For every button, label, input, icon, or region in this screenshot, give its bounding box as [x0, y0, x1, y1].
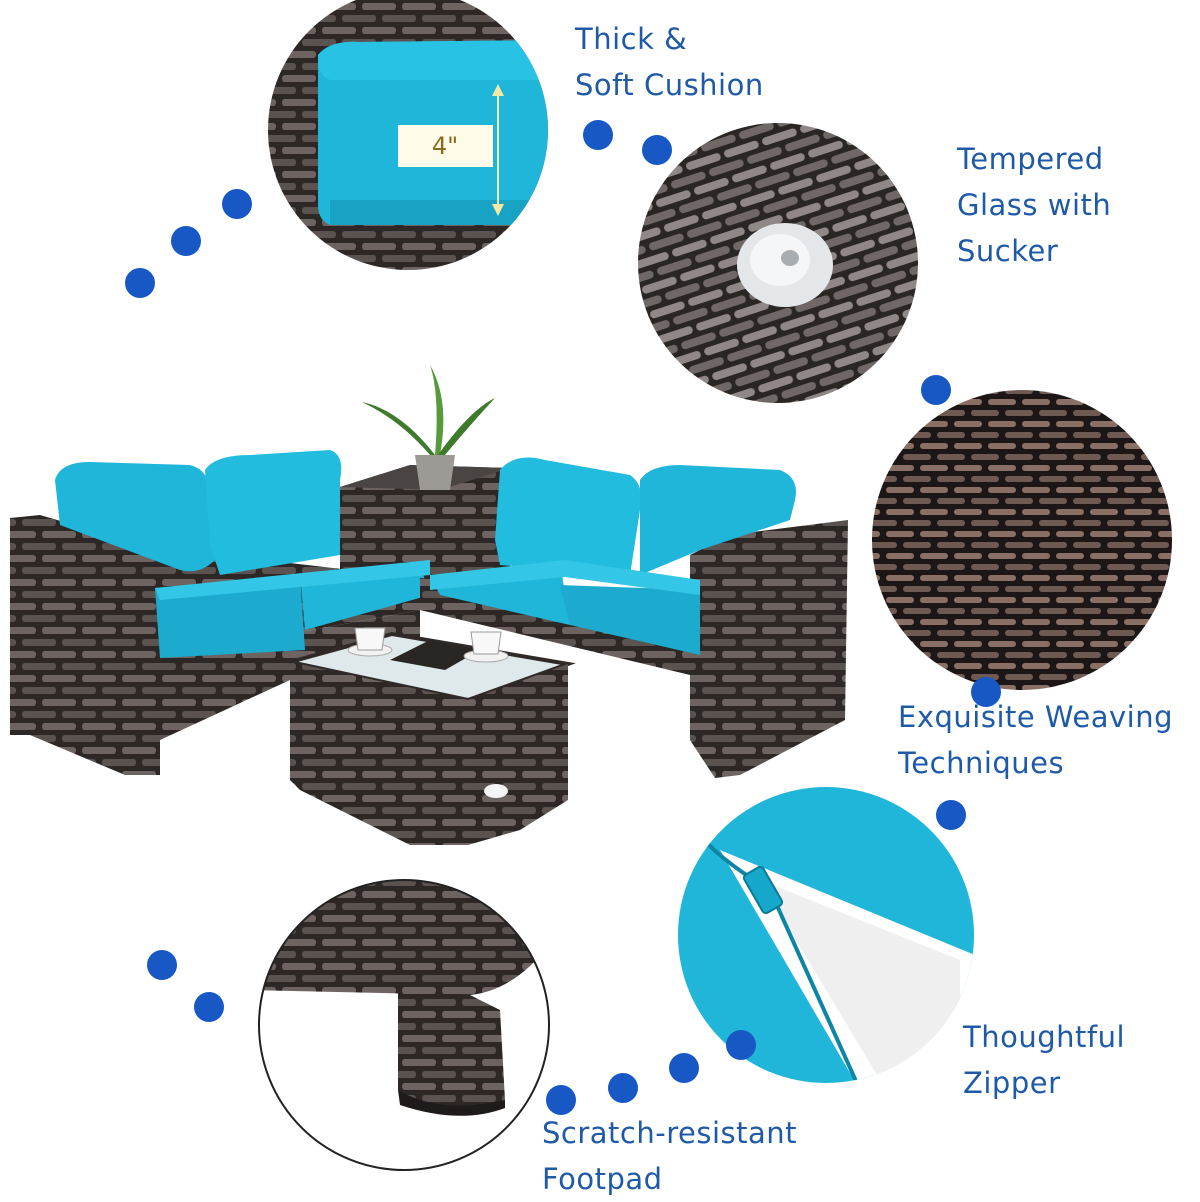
decorative-dot — [921, 375, 951, 405]
feature-label-weaving: Exquisite Weaving Techniques — [898, 700, 1174, 780]
decorative-dot — [222, 189, 252, 219]
decorative-dot — [546, 1085, 576, 1115]
glass-sucker-closeup-image — [638, 123, 918, 403]
decorative-dot — [147, 950, 177, 980]
feature-label-zipper: Thoughtful Zipper — [963, 1020, 1126, 1100]
cushion-closeup-image — [268, 0, 548, 270]
decorative-dot — [669, 1053, 699, 1083]
decorative-dot — [971, 677, 1001, 707]
decorative-dot — [171, 226, 201, 256]
decorative-dot — [642, 135, 672, 165]
zipper-closeup-image — [678, 787, 974, 1083]
decorative-dot — [194, 992, 224, 1022]
cushion-size-label: 4" — [432, 132, 458, 160]
decorative-dot — [125, 268, 155, 298]
feature-label-cushion: Thick & Soft Cushion — [575, 22, 764, 102]
feature-label-footpad: Scratch-resistant Footpad — [542, 1116, 797, 1196]
sofa-set-image — [10, 365, 848, 845]
decorative-dot — [726, 1030, 756, 1060]
decorative-dot — [583, 120, 613, 150]
feature-label-glass: Tempered Glass with Sucker — [957, 142, 1112, 268]
weaving-closeup-image — [872, 390, 1172, 690]
decorative-dot — [936, 800, 966, 830]
decorative-dot — [608, 1073, 638, 1103]
footpad-closeup-image — [259, 880, 549, 1170]
